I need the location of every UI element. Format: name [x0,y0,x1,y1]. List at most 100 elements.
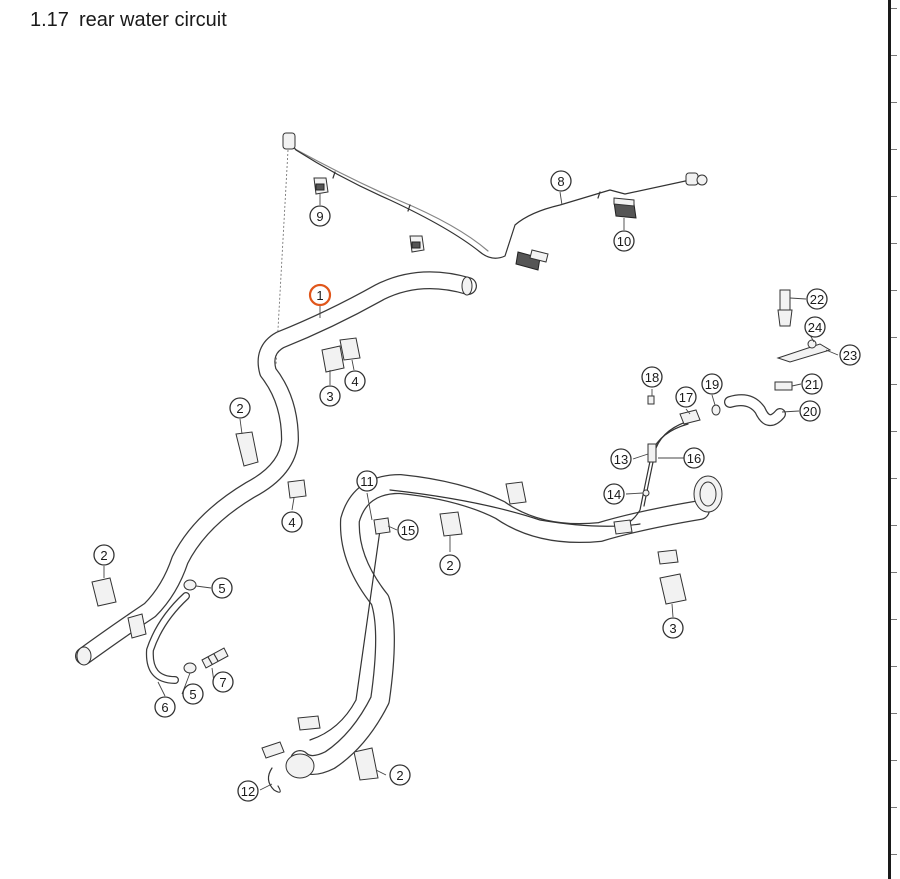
part-10-connector [515,197,637,271]
connectors-12-area [261,715,321,759]
callout-ring [613,230,635,252]
part-11-center-hose [285,474,723,779]
callout-ring [237,780,259,802]
callout-label: 5 [189,687,196,702]
callout-3: 3 [662,617,684,639]
callout-24: 24 [804,316,826,338]
callout-ring [641,366,663,388]
callout-19: 19 [701,373,723,395]
callout-label: 2 [236,401,243,416]
callout-label: 10 [617,234,631,249]
callout-ring [281,511,303,533]
callout-ring [154,696,176,718]
leader-lines [103,191,839,791]
edge-tick [891,384,897,385]
callout-ring [701,373,723,395]
edge-tick [891,102,897,103]
callout-label: 23 [843,348,857,363]
part-19-ring [711,404,721,416]
callout-label: 13 [614,452,628,467]
callout-ring [799,400,821,422]
callout-label: 2 [396,768,403,783]
edge-tick [891,243,897,244]
part-20-hose [724,394,786,426]
callout-11: 11 [356,470,378,492]
callout-ring [397,519,419,541]
part-13-sensor [647,443,657,463]
callout-22: 22 [806,288,828,310]
section-number: 1.17 [30,9,69,31]
part-9-clip [313,177,425,253]
callout-13: 13 [610,448,632,470]
part-4-clips [287,337,361,499]
part-24-clip [807,339,817,349]
callout-label: 4 [288,515,295,530]
callout-ring [319,385,341,407]
callout-ring [683,447,705,469]
callout-ring [610,448,632,470]
callout-23: 23 [839,344,861,366]
callout-2: 2 [439,554,461,576]
edge-tick [891,854,897,855]
part-14-clip [642,489,650,497]
callout-18: 18 [641,366,663,388]
callout-label: 15 [401,523,415,538]
edge-tick [891,8,897,9]
callout-label: 14 [607,487,621,502]
callout-20: 20 [799,400,821,422]
callout-label: 18 [645,370,659,385]
part-21-clamp [774,381,793,391]
callout-ring [308,283,332,307]
edge-tick [891,196,897,197]
callout-4: 4 [344,370,366,392]
callout-label: 11 [360,474,374,489]
callout-ring [182,683,204,705]
edge-tick [891,55,897,56]
callout-ring [212,671,234,693]
callout-4: 4 [281,511,303,533]
callout-10: 10 [613,230,635,252]
callout-ring [603,483,625,505]
callout-ring [389,764,411,786]
part-7-fitting [201,647,229,669]
callout-label: 20 [803,404,817,419]
callout-label: 6 [161,700,168,715]
callout-ring [839,344,861,366]
edge-tick [891,478,897,479]
edge-tick [891,713,897,714]
callout-3: 3 [319,385,341,407]
part-3-clamp-top-right [657,549,679,565]
callout-label: 24 [808,320,822,335]
callout-label: 17 [679,390,693,405]
edge-tick [891,337,897,338]
callout-ring [356,470,378,492]
callout-label: 3 [326,389,333,404]
part-6-small-hose [145,592,190,684]
clip-2-center [505,481,633,535]
callout-ring [662,617,684,639]
edge-tick [891,525,897,526]
callout-2: 2 [389,764,411,786]
callout-ring [439,554,461,576]
callout-ring [675,386,697,408]
edge-tick [891,431,897,432]
edge-tick [891,760,897,761]
callout-16: 16 [683,447,705,469]
callout-5: 5 [182,683,204,705]
callout-6: 6 [154,696,176,718]
callout-label: 8 [557,174,564,189]
page-edge-ticks [891,0,900,879]
callout-ring [550,170,572,192]
callout-label: 12 [241,784,255,799]
callout-ring [211,577,233,599]
callout-21: 21 [801,373,823,395]
callout-17: 17 [675,386,697,408]
callout-label: 4 [351,374,358,389]
part-17-fitting [679,409,701,425]
part-1-main-hose [75,271,477,666]
callout-14: 14 [603,483,625,505]
callout-label: 5 [218,581,225,596]
